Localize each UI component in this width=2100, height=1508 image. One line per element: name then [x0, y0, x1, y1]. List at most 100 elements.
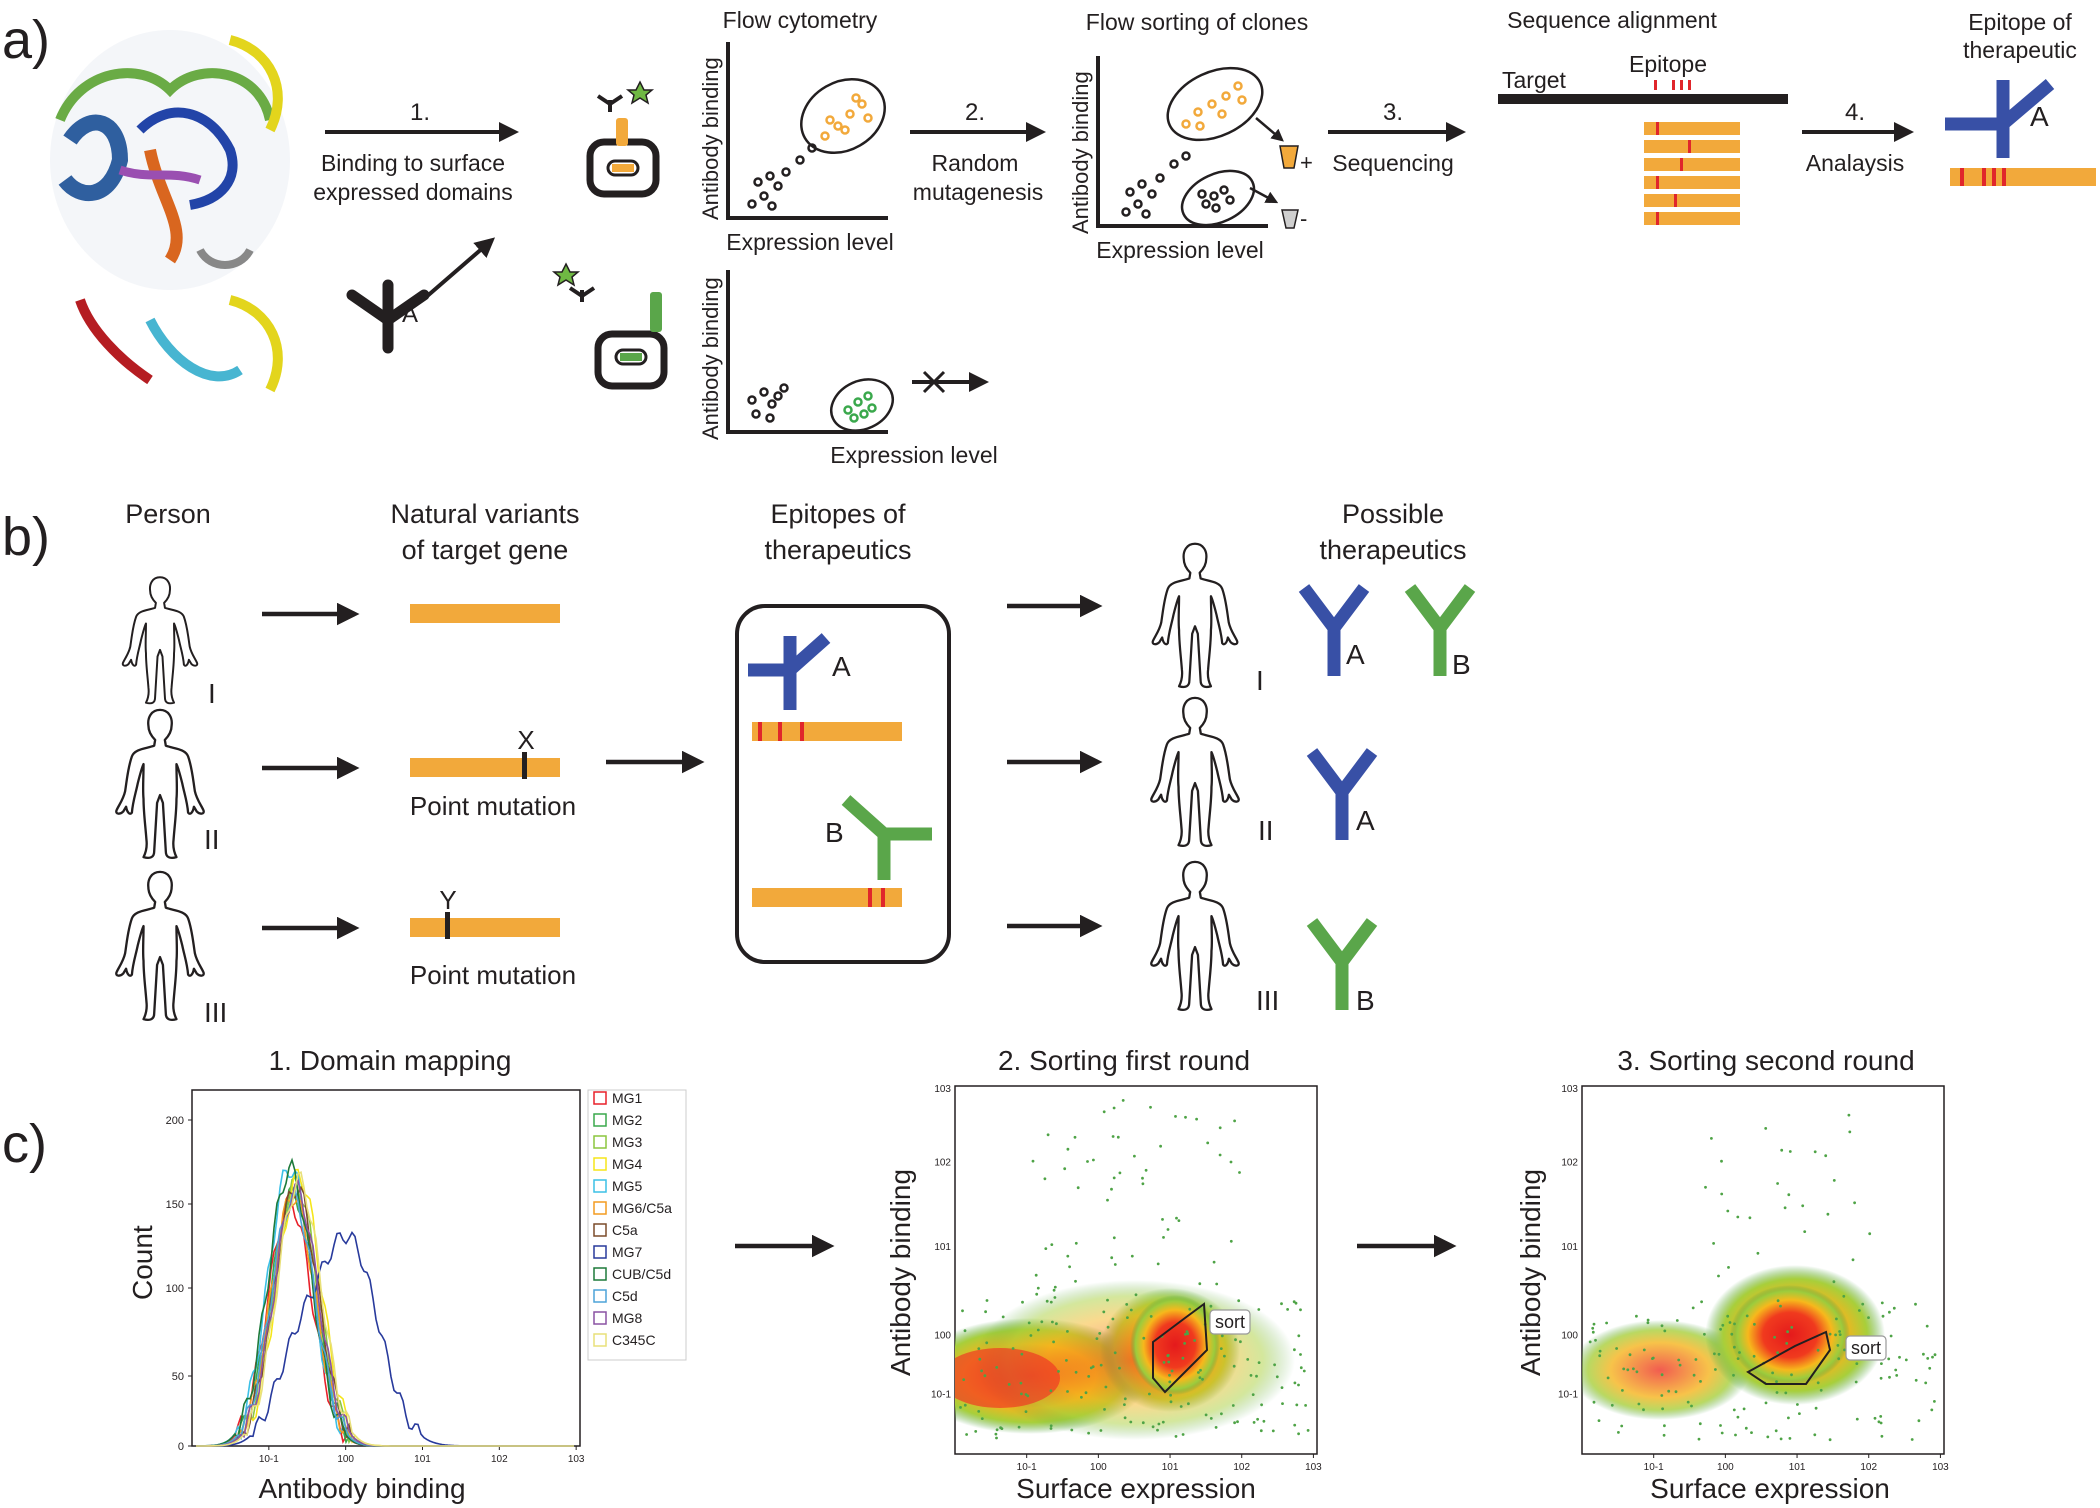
scatter-dot [1095, 1337, 1099, 1340]
therapy-i-antibody-b: B [1404, 584, 1476, 680]
scatter-dot [1052, 1340, 1055, 1344]
scatter-dot [980, 1369, 983, 1373]
scatter-dot [1931, 1355, 1934, 1359]
scatter-dot [1712, 1242, 1715, 1245]
legend-label: C345C [612, 1332, 656, 1348]
step3-text: Sequencing [1332, 150, 1454, 176]
scatter-dot [1255, 1374, 1258, 1378]
scatter-dot [961, 1309, 964, 1313]
scatter-dot [1102, 1110, 1106, 1114]
flow-plot-top: Antibody binding Expression level [698, 42, 894, 255]
scatter-dot [1922, 1352, 1925, 1356]
hist-ytick-label: 50 [172, 1371, 184, 1383]
scatter-dot [1764, 1127, 1768, 1130]
scatter-dot [1674, 1390, 1678, 1394]
scatter-dot [1123, 1397, 1127, 1401]
hist-xtick-label: 100 [337, 1454, 354, 1465]
scatter-dot [1295, 1403, 1299, 1407]
hist-title: 1. Domain mapping [269, 1045, 512, 1076]
scatter-dot [1106, 1325, 1110, 1329]
scatter-dot [1784, 1391, 1788, 1395]
sort1-xlabel: Surface expression [1016, 1473, 1256, 1504]
person-ii-right-label: II [1258, 815, 1274, 846]
person-ii-figure [114, 708, 206, 860]
scatter-dot [1663, 1329, 1667, 1333]
scatter-dot [1057, 1370, 1060, 1373]
scatter-dot [1620, 1424, 1624, 1428]
scatter-dot [1188, 1307, 1192, 1311]
scatter-dot [1598, 1354, 1602, 1358]
scatter-dot [1843, 1348, 1846, 1352]
scatter-dot [1628, 1353, 1632, 1357]
epitope-antibody-a-label: A [832, 651, 851, 682]
step4-text: Analaysis [1806, 150, 1904, 176]
legend-label: MG7 [612, 1244, 643, 1260]
scatter-dot [1183, 1342, 1186, 1345]
scatter-dot [1113, 1263, 1117, 1266]
col-therapeutics-line2: therapeutics [1319, 535, 1466, 565]
scatter-dot [1086, 1160, 1089, 1163]
scatter-dot [1074, 1279, 1077, 1283]
scatter-dot [1877, 1420, 1881, 1424]
legend-swatch [593, 1333, 607, 1347]
scatter-dot [1924, 1381, 1928, 1385]
scatter-dot [1756, 1251, 1760, 1255]
scatter-dot [1933, 1400, 1936, 1403]
hist-xtick-label: 101 [414, 1454, 431, 1465]
scatter-dot [1024, 1410, 1028, 1413]
scatter-dot [1007, 1383, 1011, 1386]
sort2-ytick-label: 100 [1561, 1331, 1578, 1342]
scatter-dot [1066, 1147, 1070, 1151]
scatter-dot [1181, 1433, 1185, 1436]
scatter-dot [1001, 1315, 1005, 1319]
scatter-dot [1123, 1416, 1127, 1420]
sort1-xtick-label: 10-1 [1017, 1462, 1037, 1473]
person-iii-right-figure [1149, 860, 1241, 1012]
point-mutation-y-label: Point mutation [410, 960, 576, 990]
person-iii-right-label: III [1256, 985, 1279, 1016]
scatter-dot [1828, 1438, 1832, 1442]
scatter-dot [1734, 1433, 1737, 1437]
scatter-dot [1690, 1404, 1693, 1408]
scatter-dot [1052, 1288, 1056, 1292]
epitope-result: A [1945, 79, 2096, 186]
flow-plot-bottom-ylabel: Antibody binding [698, 277, 723, 440]
yeast-cell-bottom [551, 262, 668, 390]
scatter-dot [1728, 1321, 1732, 1324]
scatter-dot [1750, 1431, 1753, 1434]
scatter-dot [1049, 1427, 1053, 1430]
scatter-dot [1121, 1099, 1125, 1102]
person-i-label: I [208, 678, 216, 709]
scatter-dot [1126, 1316, 1129, 1319]
scatter-dot [1713, 1352, 1716, 1356]
scatter-dot [1816, 1381, 1820, 1385]
panel-b-label: b) [2, 507, 50, 567]
scatter-dot [1161, 1420, 1165, 1424]
scatter-dot [977, 1347, 981, 1350]
blocked-arrow [912, 370, 989, 394]
gene-variant-wildtype [410, 604, 560, 623]
scatter-dot [1813, 1150, 1817, 1154]
scatter-dot [985, 1341, 989, 1345]
result-antibody-label: A [2030, 101, 2049, 132]
scatter-dot [1836, 1344, 1840, 1347]
target-label: Target [1502, 67, 1567, 93]
scatter-dot [1209, 1417, 1213, 1420]
legend-label: CUB/C5d [612, 1266, 671, 1282]
scatter-dot [1753, 1322, 1756, 1326]
scatter-dot [1925, 1324, 1929, 1328]
step2-number: 2. [965, 99, 985, 126]
scatter-dot [974, 1430, 978, 1433]
scatter-dot [1888, 1375, 1891, 1379]
scatter-dot [994, 1432, 998, 1436]
scatter-dot [995, 1366, 999, 1369]
scatter-dot [1842, 1294, 1846, 1298]
scatter-dot [1099, 1363, 1103, 1367]
person-i-right-figure [1151, 542, 1239, 689]
scatter-dot [1087, 1375, 1091, 1378]
scatter-dot [1197, 1371, 1200, 1374]
scatter-dot [1233, 1421, 1236, 1425]
therapy-i-b-label: B [1452, 649, 1471, 680]
scatter-dot [1720, 1431, 1724, 1435]
